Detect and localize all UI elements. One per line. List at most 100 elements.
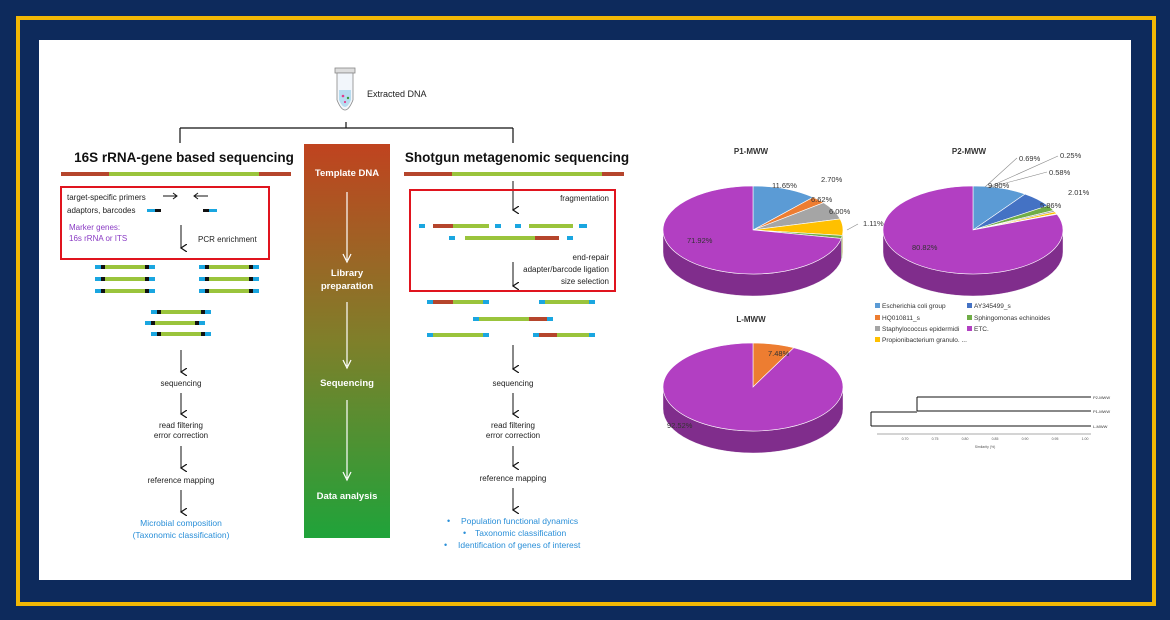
- amplicon: [95, 277, 155, 281]
- pie-slice-label: 1.11%: [863, 219, 884, 228]
- dendrogram: P2-MWW P1-MWW L-MWW 0.70 0.75 0.80 0.85 …: [870, 395, 1110, 449]
- dendrogram-tick: 0.80: [962, 437, 969, 441]
- pie-leader-line: [988, 155, 1059, 188]
- pie-title: P2-MWW: [952, 147, 987, 156]
- left-reference-mapping: reference mapping: [148, 476, 215, 485]
- left-sequencing-label: sequencing: [161, 379, 202, 388]
- pie-slice: [752, 185, 814, 231]
- bullet: •: [447, 516, 450, 526]
- pie-charts: P1-MWW11.65%2.70%6.62%6.00%1.11%71.92%P2…: [662, 147, 1090, 454]
- legend-swatch: [875, 326, 880, 331]
- right-sequencing-label: sequencing: [493, 379, 534, 388]
- bullet: •: [463, 528, 466, 538]
- right-title: Shotgun metagenomic sequencing: [405, 150, 629, 165]
- right-result-1: Population functional dynamics: [461, 516, 578, 526]
- barcode-mark: [203, 209, 209, 212]
- left-dna-bar: [61, 172, 291, 176]
- pie-slice-label: 11.65%: [772, 181, 797, 190]
- right-dna-bar: [404, 172, 624, 176]
- dendrogram-tick: 1.00: [1082, 437, 1089, 441]
- pie-chart: P2-MWW9.80%5.86%2.01%0.58%0.69%0.25%80.8…: [882, 147, 1090, 297]
- right-error-correction: error correction: [486, 431, 540, 440]
- pie-slice-label: 2.70%: [821, 175, 843, 184]
- pie-slice-label: 0.25%: [1060, 151, 1082, 160]
- adaptors-label: adaptors, barcodes: [67, 206, 136, 215]
- legend-label: Sphingomonas echinoides: [974, 315, 1051, 322]
- pie-slice-label: 6.62%: [811, 195, 833, 204]
- pie-slice-label: 71.92%: [687, 236, 713, 245]
- pie-slice-label: 0.69%: [1019, 154, 1041, 163]
- legend-label: ETC.: [974, 326, 989, 333]
- pie-slice-label: 92.52%: [667, 421, 693, 430]
- primers-label: target-specific primers: [67, 193, 146, 202]
- dendrogram-tick: 0.90: [1022, 437, 1029, 441]
- primer-arrow-head: [193, 192, 199, 200]
- left-title: 16S rRNA-gene based sequencing: [74, 150, 294, 165]
- pie-slice-label: 80.82%: [912, 243, 938, 252]
- amplicon: [151, 332, 211, 336]
- size-selection-label: size selection: [561, 277, 609, 286]
- dendrogram-leaf: P2-MWW: [1093, 395, 1110, 400]
- pie-leader-line: [986, 171, 1048, 189]
- pie-slice-label: 9.80%: [988, 181, 1010, 190]
- stage-arrow-head: [342, 253, 352, 264]
- stage-library-2: preparation: [321, 281, 373, 292]
- right-library-reads: [427, 300, 595, 337]
- legend-label: Escherichia coli group: [882, 303, 946, 310]
- right-result-3: Identification of genes of interest: [458, 540, 581, 550]
- dendrogram-tick: 0.95: [1052, 437, 1059, 441]
- end-repair-label: end-repair: [573, 253, 610, 262]
- dendrogram-leaf: L-MWW: [1093, 424, 1108, 429]
- amplicon: [199, 289, 259, 293]
- adaptor-mark: [147, 209, 155, 212]
- stage-template-dna: Template DNA: [315, 168, 379, 179]
- legend-swatch: [875, 337, 880, 342]
- dendrogram-tick: 0.70: [902, 437, 909, 441]
- amplicon: [199, 277, 259, 281]
- right-library-box: [409, 189, 616, 292]
- left-read-filtering: read filtering: [159, 421, 203, 430]
- legend-swatch: [967, 326, 972, 331]
- right-result-2: Taxonomic classification: [475, 528, 566, 538]
- pie-slice: [662, 185, 842, 275]
- right-reference-mapping: reference mapping: [480, 474, 547, 483]
- stage-arrow-head: [342, 359, 352, 370]
- left-result-1: Microbial composition: [140, 518, 222, 528]
- dendrogram-axis-label: Similarity (%): [975, 445, 996, 449]
- right-read-filtering: read filtering: [491, 421, 535, 430]
- dendrogram-tick: 0.75: [932, 437, 939, 441]
- amplicon: [145, 321, 205, 325]
- pie-slice-label: 6.00%: [829, 207, 851, 216]
- amplicon: [199, 265, 259, 269]
- fragmentation-label: fragmentation: [560, 194, 609, 203]
- extracted-dna-label: Extracted DNA: [367, 89, 427, 99]
- pie-leader-line: [984, 157, 1018, 188]
- legend-label: Staphylococcus epidermidi: [882, 326, 959, 333]
- amplicon: [95, 265, 155, 269]
- test-tube-icon: [334, 67, 356, 111]
- stage-data-analysis: Data analysis: [317, 491, 378, 502]
- left-amplicons: [95, 265, 259, 336]
- stage-library-1: Library: [331, 268, 364, 279]
- legend-label: AY345499_s: [974, 303, 1011, 310]
- dendrogram-leaf: P1-MWW: [1093, 409, 1110, 414]
- ligation-label: adapter/barcode ligation: [523, 265, 609, 274]
- pie-title: L-MWW: [736, 315, 766, 324]
- marker-genes-label: Marker genes:: [69, 223, 120, 232]
- fragments: [419, 224, 587, 240]
- pie-slice: [662, 342, 844, 432]
- adaptor-mark: [209, 209, 217, 212]
- dendrogram-tick: 0.85: [992, 437, 999, 441]
- amplicon: [151, 310, 211, 314]
- figure-svg: Extracted DNA 16S rRNA-gene based sequen…: [60, 67, 1110, 550]
- pie-slice: [882, 185, 1064, 275]
- pie-chart: L-MWW 7.48% 92.52%: [662, 315, 844, 454]
- stage-arrow-head: [342, 471, 352, 482]
- primer-arrow-head: [172, 192, 178, 200]
- pie-slice-label: 7.48%: [768, 349, 790, 358]
- legend-swatch: [875, 315, 880, 320]
- legend-swatch: [875, 303, 880, 308]
- workflow-diagram: Extracted DNA 16S rRNA-gene based sequen…: [60, 67, 629, 550]
- bullet: •: [444, 540, 447, 550]
